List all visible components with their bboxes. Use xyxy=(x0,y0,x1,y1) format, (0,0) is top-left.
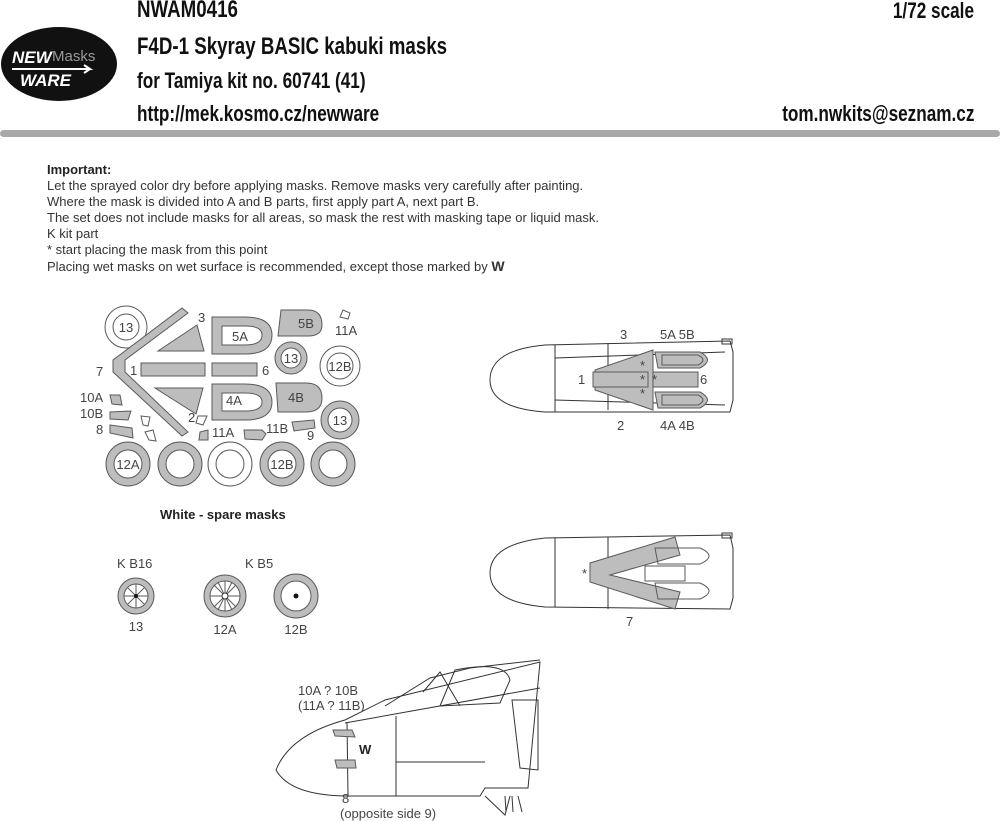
svg-text:10B: 10B xyxy=(80,406,103,421)
svg-text:(11A ? 11B): (11A ? 11B) xyxy=(298,698,365,713)
svg-text:11A: 11A xyxy=(335,323,357,338)
mask-sheet: 13 7 3 1 2 6 5A 5B 11A 13 12B 4A xyxy=(80,305,361,487)
header-divider xyxy=(0,130,1000,137)
svg-text:7: 7 xyxy=(626,614,633,629)
product-title: F4D-1 Skyray BASIC kabuki masks xyxy=(137,33,448,60)
svg-text:1: 1 xyxy=(578,372,585,387)
scale-label: 1/72 scale xyxy=(892,0,974,23)
logo-new-text: NEW xyxy=(12,48,54,67)
svg-text:11A: 11A xyxy=(212,425,234,440)
svg-text:5A 5B: 5A 5B xyxy=(660,327,695,342)
logo-masks-text: Masks xyxy=(52,48,95,65)
svg-text:11B: 11B xyxy=(266,421,288,436)
svg-text:13: 13 xyxy=(333,413,347,428)
side-view-nose: W 10A ? 10B (11A ? 11B) 8 (opposite side… xyxy=(275,659,541,821)
svg-text:4B: 4B xyxy=(288,390,304,405)
svg-text:6: 6 xyxy=(262,363,269,378)
svg-text:13: 13 xyxy=(284,351,298,366)
svg-text:12A: 12A xyxy=(116,457,139,472)
svg-text:13: 13 xyxy=(119,320,133,335)
spare-masks-label: White - spare masks xyxy=(160,507,286,522)
email-link[interactable]: tom.nwkits@seznam.cz xyxy=(781,101,974,126)
svg-text:*: * xyxy=(652,372,657,387)
svg-text:4A 4B: 4A 4B xyxy=(660,418,695,433)
svg-text:2: 2 xyxy=(188,410,195,425)
svg-text:4A: 4A xyxy=(226,393,242,408)
svg-text:10A: 10A xyxy=(80,390,103,405)
svg-text:(opposite side 9): (opposite side 9) xyxy=(340,806,436,821)
instruction-line: Where the mask is divided into A and B p… xyxy=(47,194,480,209)
w-mark-icon: W xyxy=(491,258,504,274)
svg-text:K B5: K B5 xyxy=(245,556,273,571)
svg-text:12B: 12B xyxy=(328,359,351,374)
svg-text:*: * xyxy=(582,566,587,581)
instructions-heading: Important: xyxy=(47,162,112,177)
svg-text:7: 7 xyxy=(96,364,103,379)
svg-text:13: 13 xyxy=(129,619,143,634)
top-view-canopy: 3 5A 5B 1 6 2 4A 4B * * * * xyxy=(489,327,734,433)
svg-text:*: * xyxy=(640,386,645,401)
svg-text:5A: 5A xyxy=(232,329,248,344)
svg-text:12B: 12B xyxy=(270,457,293,472)
wheel-diagrams: K B16 13 K B5 12A 12B xyxy=(117,556,319,637)
svg-text:*: * xyxy=(640,358,645,373)
svg-text:8: 8 xyxy=(96,422,103,437)
instruction-line: * start placing the mask from this point xyxy=(47,242,268,257)
svg-text:W: W xyxy=(359,742,372,757)
svg-text:5B: 5B xyxy=(298,316,314,331)
svg-text:K B16: K B16 xyxy=(117,556,152,571)
website-link[interactable]: http://mek.kosmo.cz/newware xyxy=(137,101,380,126)
svg-text:1: 1 xyxy=(130,363,137,378)
product-code: NWAM0416 xyxy=(137,0,238,23)
svg-text:3: 3 xyxy=(620,327,627,342)
instructions-block: Important: Let the sprayed color dry bef… xyxy=(47,162,599,275)
newware-logo: NEW Masks WARE xyxy=(1,27,117,101)
svg-text:*: * xyxy=(640,372,645,387)
top-view-frame: * 7 xyxy=(489,532,734,629)
logo-ware-text: WARE xyxy=(20,71,72,90)
instruction-line: K kit part xyxy=(47,226,99,241)
instruction-line: Let the sprayed color dry before applyin… xyxy=(47,178,584,193)
instruction-line: Placing wet masks on wet surface is reco… xyxy=(47,258,505,274)
svg-text:12A: 12A xyxy=(213,622,236,637)
svg-text:9: 9 xyxy=(307,428,314,443)
instruction-line: The set does not include masks for all a… xyxy=(47,210,600,225)
kit-reference: for Tamiya kit no. 60741 (41) xyxy=(137,68,366,93)
svg-text:10A ? 10B: 10A ? 10B xyxy=(298,683,358,698)
svg-text:12B: 12B xyxy=(284,622,307,637)
svg-text:8: 8 xyxy=(342,791,349,806)
svg-text:6: 6 xyxy=(700,372,707,387)
svg-text:3: 3 xyxy=(198,310,205,325)
svg-text:2: 2 xyxy=(617,418,624,433)
